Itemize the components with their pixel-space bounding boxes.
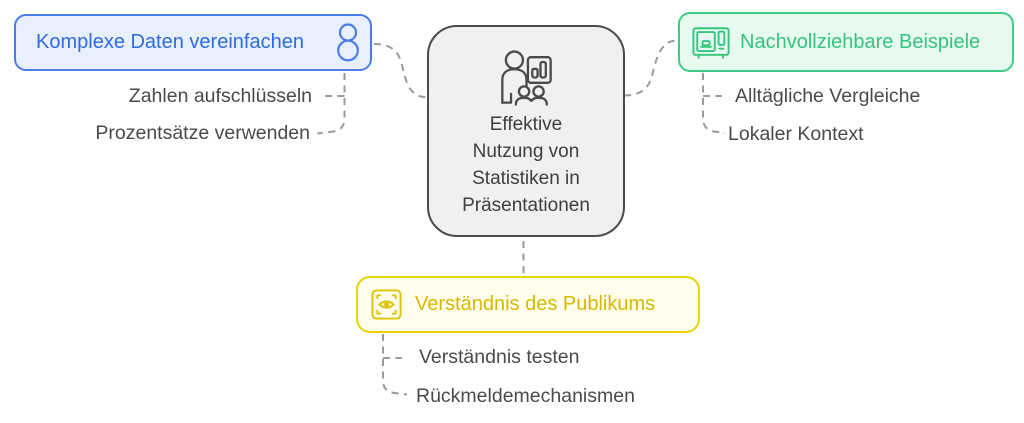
subitem-lokaler-kontext[interactable]: Lokaler Kontext (728, 123, 864, 145)
subitem-alltaegliche-vergleiche[interactable]: Alltägliche Vergleiche (735, 85, 921, 107)
node-beispiele-label: Nachvollziehbare Beispiele (740, 30, 981, 53)
node-komplexe-daten-vereinfachen[interactable]: Komplexe Daten vereinfachen (14, 14, 372, 71)
central-title-line-2: Nutzung von (472, 141, 580, 162)
subitem-rueckmeldemechanismen[interactable]: Rückmeldemechanismen (416, 385, 635, 407)
connector-blue-children-spine (317, 73, 346, 135)
connector-center-to-green (623, 39, 680, 97)
central-node-title: Effektive Nutzung von Statistiken in Prä… (462, 111, 590, 219)
eye-scan-icon (371, 289, 402, 320)
subitem-zahlen-aufschluesseln[interactable]: Zahlen aufschlüsseln (128, 85, 312, 107)
node-komplexe-daten-label: Komplexe Daten vereinfachen (36, 31, 304, 53)
central-title-line-3: Statistiken in (472, 168, 580, 189)
central-title-line-1: Effektive (489, 114, 563, 135)
subitem-prozentsaetze-verwenden[interactable]: Prozentsätze verwenden (95, 122, 310, 144)
connector-green-children-spine (702, 73, 726, 134)
connector-yellow-children-spine (382, 334, 408, 396)
node-publikum-label: Verständnis des Publikums (415, 293, 656, 315)
figure-eight-icon (337, 23, 359, 62)
tv-screen-icon (692, 25, 730, 60)
subitem-verstaendnis-testen[interactable]: Verständnis testen (419, 346, 580, 368)
central-title-line-4: Präsentationen (462, 195, 590, 216)
connector-blue-to-center (373, 43, 429, 98)
node-verstaendnis-des-publikums[interactable]: Verständnis des Publikums (356, 276, 700, 333)
presenter-statistics-icon (497, 48, 555, 106)
node-nachvollziehbare-beispiele[interactable]: Nachvollziehbare Beispiele (678, 12, 1014, 72)
node-central-effektive-nutzung[interactable]: Effektive Nutzung von Statistiken in Prä… (427, 25, 625, 237)
